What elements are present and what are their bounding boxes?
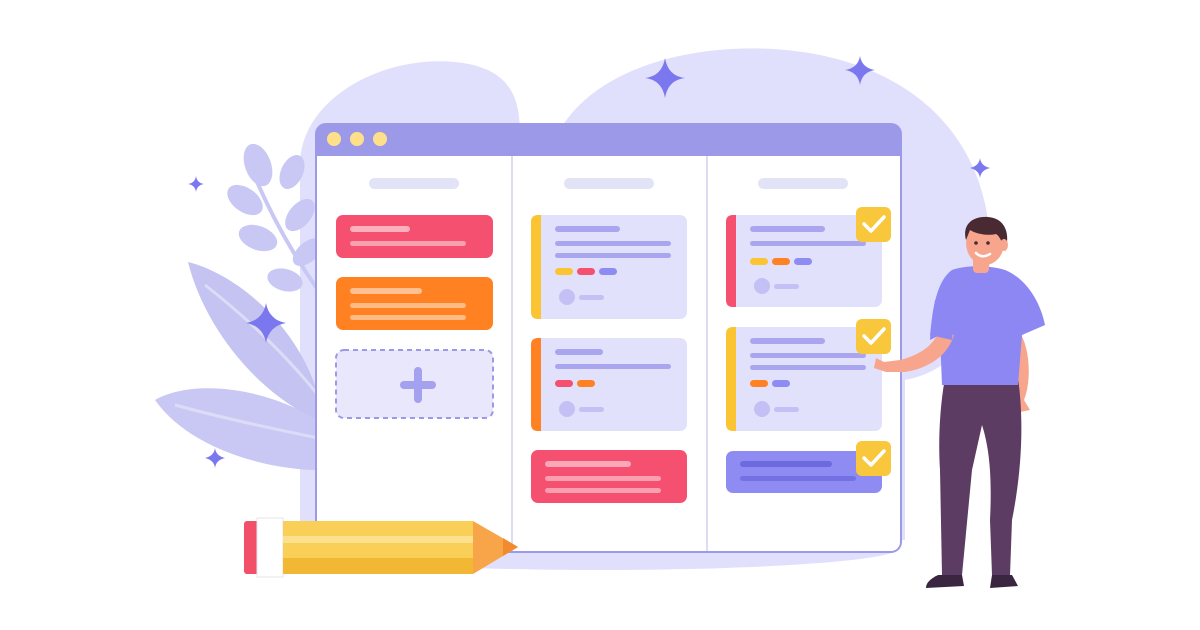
column-header-done	[758, 178, 848, 189]
sparkles	[188, 56, 990, 468]
person-ear	[1000, 239, 1008, 251]
leaf-icon	[243, 143, 273, 187]
leaf-icon	[155, 388, 318, 470]
window-dot-icon[interactable]	[327, 132, 341, 146]
pencil-tip	[473, 521, 518, 574]
check-icon	[862, 215, 886, 233]
avatar-icon	[754, 278, 770, 294]
person-eye	[974, 241, 978, 245]
person-eye	[986, 241, 990, 245]
leaf-icon	[267, 268, 303, 292]
pencil-icon	[244, 517, 518, 578]
sparkle-icon	[645, 58, 685, 98]
person-shoe	[990, 575, 1018, 588]
leaf-icon	[188, 262, 318, 420]
task-card-red[interactable]	[531, 450, 687, 503]
window-dot-icon[interactable]	[350, 132, 364, 146]
sparkle-icon	[970, 158, 990, 178]
person-hair	[965, 216, 1008, 248]
leaves-decoration	[155, 143, 324, 470]
leaf-icon	[238, 224, 278, 252]
person-sleeve	[930, 300, 956, 340]
pencil-ferrule	[256, 517, 284, 578]
check-icon	[862, 449, 886, 467]
leaf-icon	[227, 184, 263, 216]
check-badge[interactable]	[856, 319, 891, 354]
task-card-purple-done[interactable]	[726, 451, 882, 493]
task-card-orange[interactable]	[336, 277, 493, 330]
column-header-todo	[369, 178, 459, 189]
add-task-placeholder[interactable]	[335, 349, 494, 419]
person-smile	[974, 251, 992, 258]
task-card-red-done[interactable]	[726, 215, 882, 307]
leaf-stem	[204, 283, 320, 396]
task-card-red[interactable]	[336, 215, 493, 258]
person-shirt	[930, 266, 1045, 385]
leaf-icon	[285, 198, 315, 232]
person-shoe	[926, 575, 964, 588]
check-badge[interactable]	[856, 207, 891, 242]
avatar-icon	[559, 289, 575, 305]
sparkle-icon	[188, 176, 204, 192]
column-header-in-progress	[564, 178, 654, 189]
plus-icon	[400, 367, 436, 403]
window-titlebar	[316, 124, 901, 156]
sparkle-icon	[845, 56, 875, 85]
task-card-yellow-done[interactable]	[726, 327, 882, 431]
pencil-body-shadow	[283, 558, 473, 574]
avatar-icon	[559, 401, 575, 417]
pencil-eraser	[244, 521, 260, 574]
leaf-stem	[174, 403, 319, 440]
sparkle-icon	[205, 448, 225, 468]
pencil-body-stripe	[283, 536, 473, 543]
leaf-icon	[279, 155, 305, 189]
check-badge[interactable]	[856, 441, 891, 476]
pencil-lead	[503, 538, 518, 556]
task-card-yellow[interactable]	[531, 215, 687, 319]
kanban-window	[315, 123, 902, 553]
sparkle-icon	[246, 303, 286, 343]
avatar-icon	[754, 401, 770, 417]
check-icon	[862, 327, 886, 345]
task-card-orange[interactable]	[531, 338, 687, 431]
person-pants	[939, 378, 1022, 575]
person-character	[874, 216, 1045, 588]
window-dot-icon[interactable]	[373, 132, 387, 146]
person-arm-left	[874, 328, 954, 372]
